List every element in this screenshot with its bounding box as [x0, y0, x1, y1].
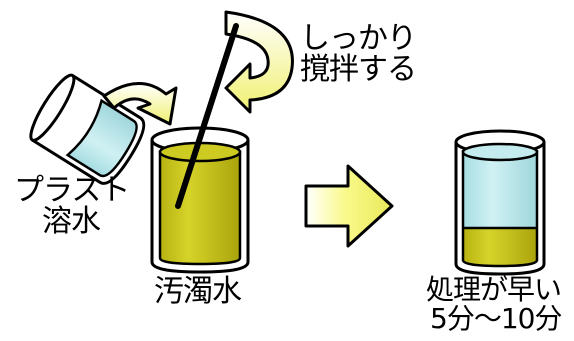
dirty-water-label: 汚濁水	[154, 274, 242, 309]
stirring-rod-icon	[175, 23, 239, 209]
stir-label: しっかり 撹拌する	[300, 21, 417, 87]
stir-label-line1: しっかり	[300, 21, 417, 56]
fast-label-line2: 5分〜10分	[430, 301, 562, 335]
plast-label-line2: 溶水	[42, 203, 101, 239]
stir-label-line2: 撹拌する	[300, 51, 417, 87]
fast-label-line1: 処理が早い	[426, 273, 562, 306]
treated-water-glass	[454, 129, 546, 276]
plast-label-line1: プラスト	[14, 173, 130, 208]
plast-solution-label: プラスト 溶水	[14, 173, 130, 239]
dirty-water-glass	[150, 126, 250, 274]
process-arrow-icon	[304, 164, 394, 248]
stir-arrow-icon	[224, 10, 294, 114]
fast-processing-label: 処理が早い 5分〜10分	[426, 273, 562, 335]
pour-cup	[29, 73, 146, 185]
pour-arrow-icon	[102, 82, 178, 126]
dirty-water-text: 汚濁水	[154, 274, 242, 309]
